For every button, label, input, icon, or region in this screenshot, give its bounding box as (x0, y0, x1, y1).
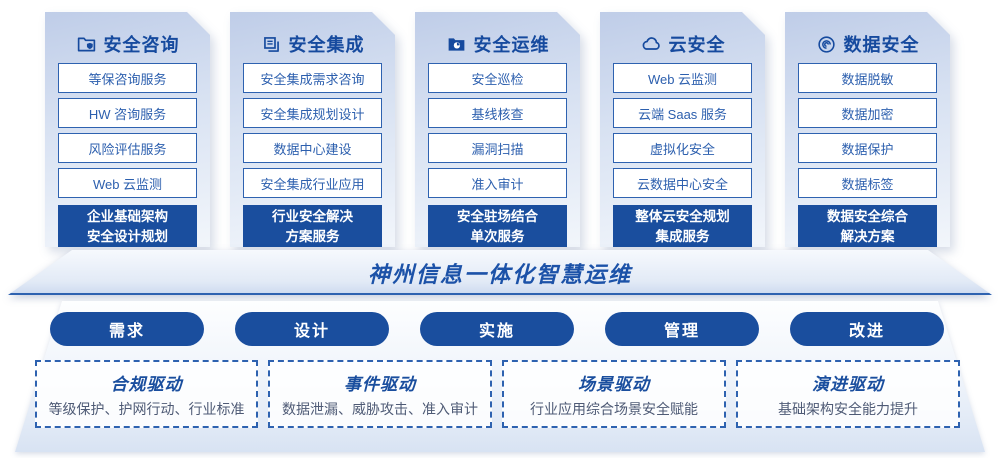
service-card-cloud-security: 云安全 Web 云监测 云端 Saas 服务 虚拟化安全 云数据中心安全 整体云… (600, 12, 765, 247)
service-item: HW 咨询服务 (58, 98, 197, 128)
service-item: 数据保护 (798, 133, 937, 163)
card-header: 数据安全 (798, 12, 937, 58)
process-pill-manage: 管理 (605, 312, 759, 346)
service-item: 云数据中心安全 (613, 168, 752, 198)
service-item: 云端 Saas 服务 (613, 98, 752, 128)
service-item: 数据中心建设 (243, 133, 382, 163)
card-header: 安全咨询 (58, 12, 197, 58)
service-item: 数据加密 (798, 98, 937, 128)
solution-footer: 安全驻场结合 单次服务 (428, 205, 567, 247)
process-pill-improve: 改进 (790, 312, 944, 346)
folder-clock-icon (446, 34, 467, 55)
service-item: Web 云监测 (613, 63, 752, 93)
spiral-data-icon (816, 34, 837, 55)
driver-box-scenario: 场景驱动 行业应用综合场景安全赋能 (502, 360, 726, 428)
process-pill-design: 设计 (235, 312, 389, 346)
solution-footer: 企业基础架构 安全设计规划 (58, 205, 197, 247)
process-pill-implement: 实施 (420, 312, 574, 346)
process-pill-demand: 需求 (50, 312, 204, 346)
card-title: 云安全 (668, 35, 726, 55)
cloud-icon (640, 33, 662, 55)
solution-footer: 行业安全解决 方案服务 (243, 205, 382, 247)
driver-title: 场景驱动 (578, 374, 650, 394)
service-card-security-integration: 安全集成 安全集成需求咨询 安全集成规划设计 数据中心建设 安全集成行业应用 行… (230, 12, 395, 247)
service-item: 安全集成需求咨询 (243, 63, 382, 93)
driver-desc: 基础架构安全能力提升 (778, 400, 918, 417)
driver-box-compliance: 合规驱动 等级保护、护网行动、行业标准 (35, 360, 258, 428)
service-item: 等保咨询服务 (58, 63, 197, 93)
driver-title: 合规驱动 (110, 374, 183, 394)
card-title: 安全运维 (473, 35, 550, 55)
card-header: 安全运维 (428, 12, 567, 58)
service-item: 虚拟化安全 (613, 133, 752, 163)
service-item: Web 云监测 (58, 168, 197, 198)
service-item: 数据标签 (798, 168, 937, 198)
driver-desc: 数据泄漏、威胁攻击、准入审计 (282, 400, 478, 417)
card-header: 云安全 (613, 12, 752, 58)
service-item: 基线核查 (428, 98, 567, 128)
service-item: 安全集成规划设计 (243, 98, 382, 128)
service-item: 风险评估服务 (58, 133, 197, 163)
solution-footer: 整体云安全规划 集成服务 (613, 205, 752, 247)
service-item: 安全集成行业应用 (243, 168, 382, 198)
service-item: 准入审计 (428, 168, 567, 198)
folder-shield-icon (76, 34, 97, 55)
service-card-data-security: 数据安全 数据脱敏 数据加密 数据保护 数据标签 数据安全综合 解决方案 (785, 12, 950, 247)
driver-title: 演进驱动 (812, 374, 884, 394)
card-title: 数据安全 (843, 35, 920, 55)
driver-desc: 等级保护、护网行动、行业标准 (48, 400, 245, 417)
service-card-security-operations: 安全运维 安全巡检 基线核查 漏洞扫描 准入审计 安全驻场结合 单次服务 (415, 12, 580, 247)
driver-box-evolution: 演进驱动 基础架构安全能力提升 (736, 360, 960, 428)
solution-footer: 数据安全综合 解决方案 (798, 205, 937, 247)
card-title: 安全咨询 (103, 35, 180, 55)
card-title: 安全集成 (288, 35, 365, 55)
driver-box-incident: 事件驱动 数据泄漏、威胁攻击、准入审计 (268, 360, 492, 428)
service-card-security-consulting: 安全咨询 等保咨询服务 HW 咨询服务 风险评估服务 Web 云监测 企业基础架… (45, 12, 210, 247)
card-header: 安全集成 (243, 12, 382, 58)
driver-title: 事件驱动 (344, 374, 416, 394)
driver-desc: 行业应用综合场景安全赋能 (530, 400, 698, 417)
documents-icon (261, 34, 282, 55)
service-item: 数据脱敏 (798, 63, 937, 93)
service-item: 安全巡检 (428, 63, 567, 93)
platform-banner: 神州信息一体化智慧运维 (0, 250, 1000, 295)
platform-banner-title: 神州信息一体化智慧运维 (367, 261, 632, 287)
service-item: 漏洞扫描 (428, 133, 567, 163)
